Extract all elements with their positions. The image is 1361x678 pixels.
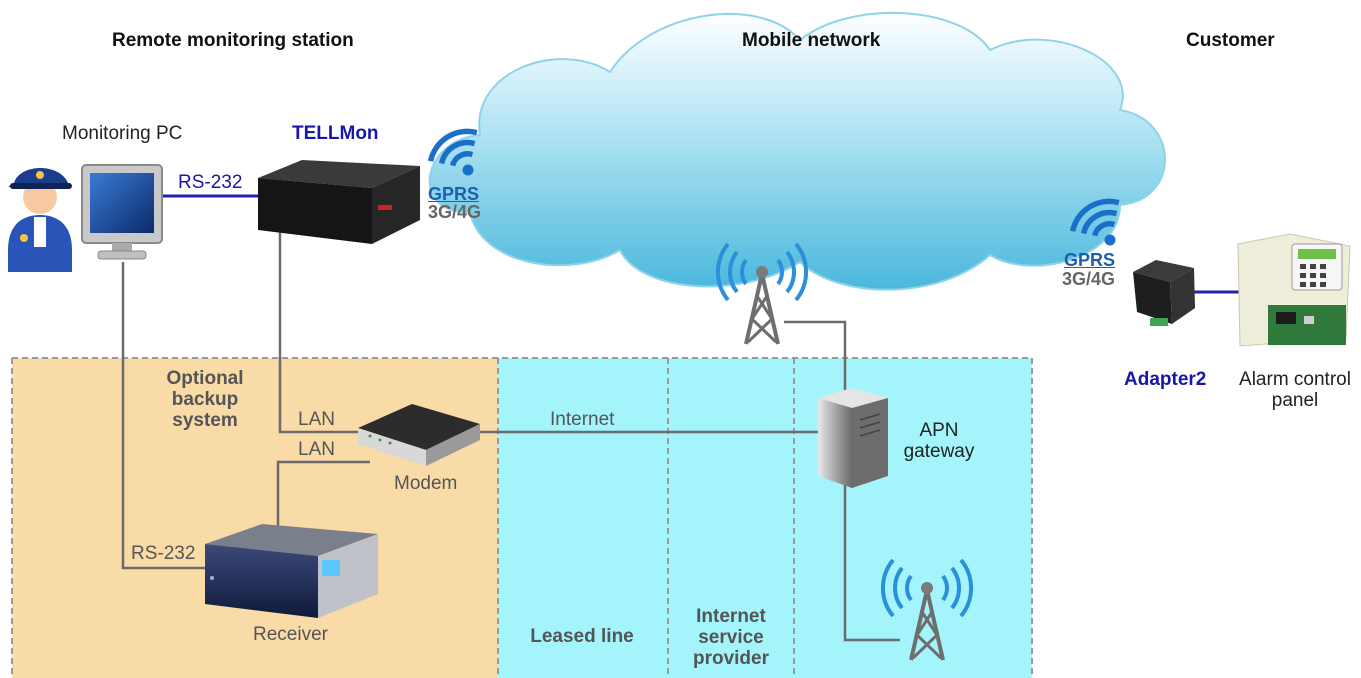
- apn-gateway-line: APN: [919, 420, 959, 441]
- cloud-icon: [428, 11, 1166, 291]
- band-label-left: 3G/4G: [428, 202, 482, 222]
- apn-gateway-label: APN gateway: [898, 420, 980, 463]
- header-customer: Customer: [1186, 30, 1275, 51]
- gprs-label-left: GPRS: [428, 184, 480, 204]
- tower-gateway-line: [784, 320, 847, 392]
- rs232-bottom-label: RS-232: [131, 543, 196, 564]
- receiver-label: Receiver: [253, 624, 328, 645]
- router-icon: [358, 404, 480, 466]
- isp-label: Internet service provider: [674, 606, 788, 669]
- monitor-icon: [81, 164, 163, 260]
- server-icon: [818, 388, 888, 488]
- tellmon-device-icon: [258, 160, 420, 244]
- lan-label-2: LAN: [298, 439, 335, 460]
- connectors: [121, 194, 1240, 642]
- alarm-panel-label: Alarm control panel: [1232, 369, 1358, 412]
- optional-backup-line: Optional: [166, 368, 244, 389]
- lan-label-1: LAN: [298, 409, 335, 430]
- police-officer-icon: [8, 168, 72, 272]
- alarm-panel-line: Alarm control: [1239, 369, 1351, 390]
- optional-backup-line: system: [172, 410, 238, 431]
- header-mobile-network: Mobile network: [742, 30, 881, 51]
- alarm-panel-line: panel: [1271, 389, 1319, 411]
- adapter2-label: Adapter2: [1124, 369, 1207, 390]
- rs232-line-bottom: [121, 262, 208, 570]
- zone-borders: [11, 357, 1033, 678]
- isp-line: provider: [692, 648, 770, 669]
- optional-backup-label: Optional backup system: [150, 368, 260, 431]
- internet-label: Internet: [550, 409, 615, 430]
- network-zone: [498, 358, 1032, 678]
- modem-label: Modem: [394, 473, 458, 494]
- alarm-panel-icon: [1237, 233, 1351, 347]
- header-remote-station: Remote monitoring station: [112, 30, 354, 51]
- isp-line: Internet: [696, 606, 766, 627]
- adapter-device-icon: [1133, 260, 1195, 326]
- apn-gateway-line: gateway: [903, 440, 975, 462]
- band-label-right: 3G/4G: [1062, 269, 1116, 289]
- lan-line-2: [276, 460, 370, 530]
- gateway-tower2-line: [843, 482, 900, 642]
- rs232-top-label: RS-232: [178, 172, 243, 193]
- monitoring-pc-label: Monitoring PC: [62, 123, 183, 144]
- gprs-label-right: GPRS: [1064, 250, 1116, 270]
- leased-line-label: Leased line: [530, 626, 634, 647]
- receiver-device-icon: [205, 524, 378, 618]
- tellmon-label: TELLMon: [292, 123, 379, 144]
- isp-line: service: [698, 627, 764, 648]
- optional-backup-line: backup: [171, 389, 239, 410]
- lan-line-1: [278, 228, 360, 434]
